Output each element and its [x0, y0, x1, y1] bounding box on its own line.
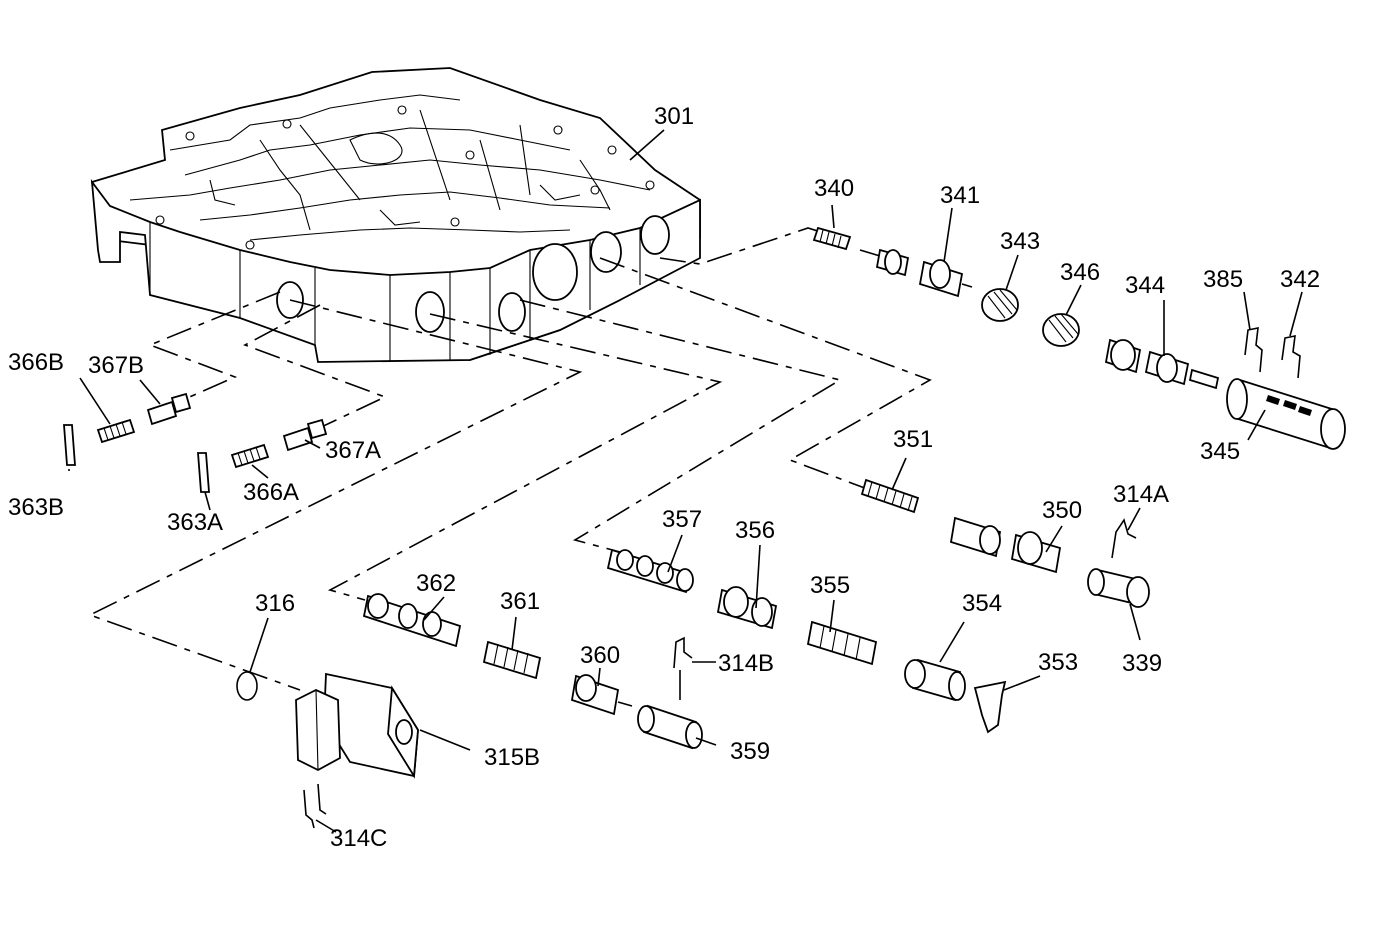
part-357-valve	[606, 548, 694, 594]
part-385-clip	[1244, 326, 1263, 373]
part-356-valve	[716, 586, 778, 630]
part-355-spring	[806, 620, 878, 666]
label-314C: 314C	[330, 825, 387, 852]
part-314A-clip	[1111, 518, 1137, 559]
part-339-plug	[1087, 568, 1150, 608]
part-315B-solenoid	[295, 672, 419, 779]
label-354: 354	[962, 590, 1002, 617]
part-342-clip	[1281, 334, 1301, 379]
part-labels: 301 340 341 343 346 344 385 342 345 366B…	[8, 103, 1320, 852]
part-366A-spring	[230, 443, 270, 469]
label-361: 361	[500, 588, 540, 615]
label-345: 345	[1200, 438, 1240, 465]
label-353: 353	[1038, 649, 1078, 676]
part-353-retainer	[973, 680, 1007, 734]
label-314B: 314B	[718, 650, 774, 677]
label-350: 350	[1042, 497, 1082, 524]
label-359: 359	[730, 738, 770, 765]
part-340-spring	[812, 226, 852, 251]
part-344-valve	[1104, 338, 1220, 390]
label-356: 356	[735, 517, 775, 544]
part-314C-clip	[303, 783, 327, 829]
label-362: 362	[416, 570, 456, 597]
label-366A: 366A	[243, 479, 299, 506]
part-360-valve	[570, 674, 633, 716]
label-339: 339	[1122, 650, 1162, 677]
label-366B: 366B	[8, 349, 64, 376]
part-366B-spring	[96, 418, 136, 444]
label-343: 343	[1000, 228, 1040, 255]
part-316-snap-ring	[236, 671, 258, 701]
part-367A-valve	[282, 418, 328, 452]
label-341: 341	[940, 182, 980, 209]
part-362-valve	[362, 593, 462, 648]
label-340: 340	[814, 175, 854, 202]
leader-lines	[68, 129, 1303, 833]
assembly-lines	[87, 227, 932, 691]
label-315B: 315B	[484, 744, 540, 771]
label-360: 360	[580, 642, 620, 669]
label-344: 344	[1125, 272, 1165, 299]
label-363B: 363B	[8, 494, 64, 521]
part-343-spring	[981, 288, 1019, 322]
label-367A: 367A	[325, 437, 381, 464]
part-341-valve	[859, 248, 973, 298]
label-385: 385	[1203, 266, 1243, 293]
part-345-sleeve	[1226, 378, 1346, 450]
part-361-spring	[482, 640, 542, 680]
part-354-sleeve	[904, 658, 966, 702]
valve-body	[90, 67, 701, 363]
part-359-plug	[637, 704, 703, 750]
label-357: 357	[662, 506, 702, 533]
label-363A: 363A	[167, 509, 223, 536]
label-351: 351	[893, 426, 933, 453]
part-350-valve	[949, 516, 1062, 574]
label-314A: 314A	[1113, 481, 1169, 508]
label-301: 301	[654, 103, 694, 130]
label-342: 342	[1280, 266, 1320, 293]
part-363B-pin	[63, 424, 76, 466]
part-351-spring	[860, 478, 920, 514]
label-355: 355	[810, 572, 850, 599]
label-367B: 367B	[88, 352, 144, 379]
part-346-spring	[1042, 313, 1080, 347]
part-314B-clip	[673, 636, 693, 700]
part-367B-valve	[146, 392, 192, 426]
label-316: 316	[255, 590, 295, 617]
label-346: 346	[1060, 259, 1100, 286]
part-363A-pin	[197, 452, 210, 493]
